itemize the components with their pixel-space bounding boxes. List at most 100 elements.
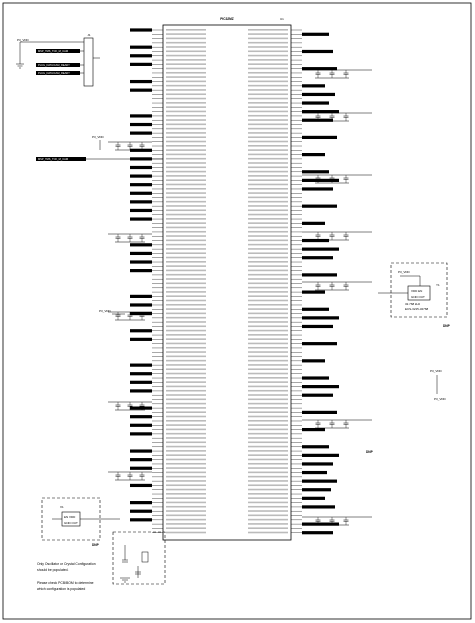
pin-name-left	[166, 437, 206, 439]
svg-text:VDD EN: VDD EN	[411, 289, 422, 293]
pin-name-right	[248, 325, 288, 328]
net-tag-right	[302, 221, 325, 225]
pin-name-right	[248, 179, 288, 181]
pin-name-right	[248, 303, 288, 306]
pin-name-right	[248, 291, 288, 293]
net-tag-left	[130, 458, 152, 462]
pin-name-left	[166, 67, 206, 70]
pin-name-left	[166, 342, 206, 345]
pin-name-left	[166, 145, 206, 147]
pin-name-right	[248, 153, 288, 156]
pin-name-right	[248, 97, 288, 100]
net-tag-left	[130, 200, 152, 204]
pin-name-left	[166, 71, 206, 74]
net-tag-left	[130, 131, 152, 135]
pin-name-right	[248, 140, 288, 143]
pin-name-left	[166, 157, 206, 160]
pin-name-right	[248, 218, 288, 220]
pin-name-left	[166, 359, 206, 362]
pin-name-left	[166, 248, 206, 250]
net-tag-right	[302, 178, 339, 182]
pin-name-right	[248, 205, 288, 207]
pin-name-right	[248, 450, 288, 452]
pin-name-right	[248, 359, 288, 362]
net-tag-right	[302, 488, 331, 492]
net-tag-right	[302, 393, 333, 397]
power-label-p3v3-far-right: P3_VDD	[430, 369, 443, 373]
pin-name-left	[166, 252, 206, 255]
pin-name-left	[166, 102, 206, 104]
net-tag-right	[302, 290, 325, 294]
note-line-3: Please check PCB/BOM to determine	[37, 581, 94, 585]
pin-name-left	[166, 278, 206, 280]
pin-name-right	[248, 389, 288, 392]
pin-name-left	[166, 291, 206, 293]
pin-name-left	[166, 63, 206, 65]
pin-name-left	[166, 432, 206, 435]
pin-name-right	[248, 286, 288, 289]
net-tag-right	[302, 32, 329, 36]
pin-name-right	[248, 76, 288, 78]
net-tag-left	[130, 122, 152, 127]
pin-name-left	[166, 205, 206, 207]
pin-name-right	[248, 278, 288, 280]
net-tag-left	[130, 303, 152, 307]
pin-name-left	[166, 187, 206, 190]
pin-name-left	[166, 299, 206, 302]
net-tag-right	[302, 427, 325, 432]
pin-name-left	[166, 325, 206, 328]
pin-name-right	[248, 243, 288, 246]
pin-name-left	[166, 493, 206, 495]
pin-name-right	[248, 187, 288, 190]
net-tag-right	[302, 470, 327, 475]
pin-name-left	[166, 338, 206, 340]
pin-name-right	[248, 183, 288, 186]
pin-name-right	[248, 299, 288, 302]
net-tag-left	[130, 174, 152, 178]
pin-name-left	[166, 441, 206, 444]
net-tag-right	[302, 49, 333, 54]
pin-name-right	[248, 338, 288, 340]
pin-name-left	[166, 346, 206, 349]
pin-name-right	[248, 334, 288, 336]
pin-name-right	[248, 261, 288, 263]
pin-name-left	[166, 132, 206, 134]
pin-name-right	[248, 467, 288, 469]
pin-name-right	[248, 196, 288, 199]
net-tag-left	[130, 449, 152, 453]
header-net-2: PLUG_DATA/CAM_READY	[38, 71, 70, 75]
pin-name-right	[248, 419, 288, 422]
net-tag-right	[302, 324, 333, 329]
net-tag-right	[302, 247, 339, 251]
pin-name-left	[166, 162, 206, 164]
crystal-ref: X1	[60, 505, 64, 509]
svg-text:GND OUT: GND OUT	[411, 295, 425, 299]
pin-name-right	[248, 106, 288, 108]
pin-name-left	[166, 76, 206, 78]
net-tag-right	[302, 153, 325, 157]
pin-name-left	[166, 97, 206, 100]
note-line-1: Only Oscillator or Crystal Configuration	[37, 562, 96, 566]
pin-name-right	[248, 471, 288, 474]
pin-name-left	[166, 80, 206, 83]
net-tag-left	[130, 380, 152, 384]
pin-name-right	[248, 93, 288, 96]
pin-name-right	[248, 475, 288, 478]
pin-name-right	[248, 321, 288, 323]
net-tag-right	[302, 479, 337, 483]
net-tag-left	[130, 28, 152, 32]
pin-name-left	[166, 381, 206, 383]
pin-name-right	[248, 145, 288, 147]
pin-name-left	[166, 514, 206, 517]
pin-name-left	[166, 170, 206, 173]
pin-name-left	[166, 265, 206, 267]
pin-name-right	[248, 329, 288, 332]
pin-name-right	[248, 458, 288, 461]
pin-name-left	[166, 196, 206, 199]
net-tag-left	[130, 269, 152, 273]
pin-name-right	[248, 123, 288, 126]
pin-name-right	[248, 394, 288, 396]
net-tag-right	[302, 445, 329, 449]
pin-name-left	[166, 329, 206, 332]
net-tag-left	[130, 363, 152, 367]
